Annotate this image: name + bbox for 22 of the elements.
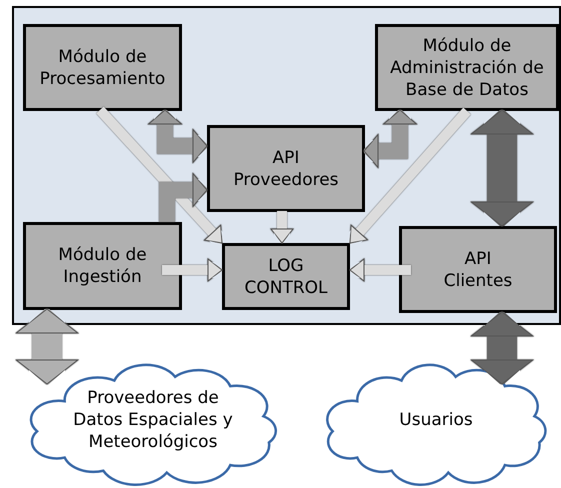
block-arrow xyxy=(350,258,411,282)
node-label: Módulo de Ingestión xyxy=(57,244,148,288)
block-arrow xyxy=(364,110,417,168)
node-label: LOG CONTROL xyxy=(243,254,329,298)
module-box xyxy=(375,24,559,111)
node-label: Módulo de Administración de Base de Datos xyxy=(389,34,545,100)
node-label: API Clientes xyxy=(442,248,514,292)
block-arrow xyxy=(346,108,471,246)
block-arrow xyxy=(270,211,294,244)
module-box xyxy=(399,226,557,313)
node-label: API Proveedores xyxy=(232,146,340,190)
block-arrow xyxy=(148,110,208,163)
block-arrow xyxy=(162,258,222,282)
block-arrow xyxy=(470,110,534,226)
module-box xyxy=(23,222,182,310)
block-arrow xyxy=(159,173,208,222)
system-boundary-box xyxy=(12,6,561,325)
node-label: Módulo de Procesamiento xyxy=(38,46,166,90)
module-box xyxy=(207,125,365,212)
module-box xyxy=(222,243,350,310)
module-box xyxy=(23,24,182,111)
block-arrow xyxy=(96,106,226,246)
